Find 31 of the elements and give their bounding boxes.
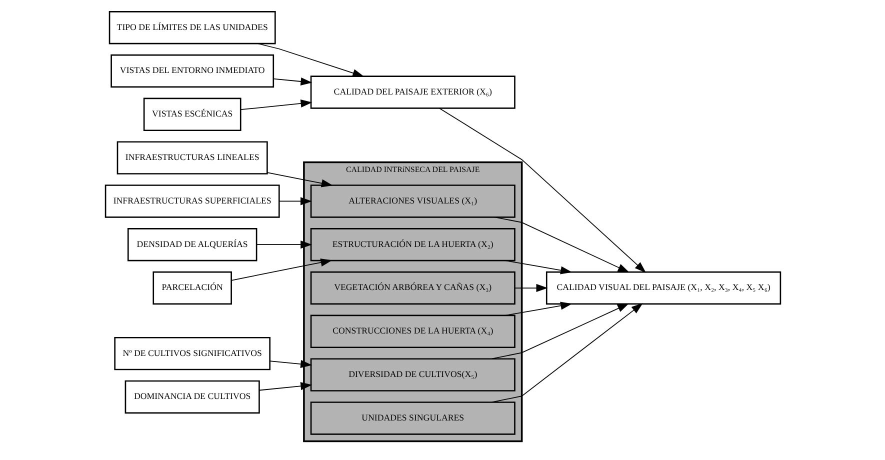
node-box: CALIDAD VISUAL DEL PAISAJE (X₁, X₂, X₃, X₄, X₅ X₆) xyxy=(545,271,781,305)
node-box: INFRAESTRUCTURAS LINEALES xyxy=(116,141,268,174)
node-box: ESTRUCTURACIÓN DE LA HUERTA (X₂) xyxy=(310,228,515,262)
node-box: Nº DE CULTIVOS SIGNIFICATIVOS xyxy=(114,336,270,370)
arrow xyxy=(494,216,629,273)
arrow xyxy=(514,284,548,292)
arrow xyxy=(278,197,312,206)
node-box: VEGETACIÓN ARBÓREA Y CAÑAS (X₃) xyxy=(310,271,515,305)
arrow xyxy=(504,260,572,274)
node-box: ALTERACIONES VISUALES (X₁) xyxy=(310,184,515,218)
arrow xyxy=(256,43,364,77)
arrow xyxy=(256,240,312,249)
node-box: PARCELACIÓN xyxy=(152,271,232,305)
node-box: TIPO DE LÍMITES DE LAS UNIDADES xyxy=(108,11,276,44)
node-box: INFRAESTRUCTURAS SUPERFICIALES xyxy=(104,184,280,218)
arrow xyxy=(272,77,312,86)
node-box: CONSTRUCCIONES DE LA HUERTA (X₄) xyxy=(310,314,515,348)
arrow xyxy=(438,108,646,273)
arrow xyxy=(230,258,332,281)
arrow xyxy=(504,302,572,316)
arrow xyxy=(258,382,312,391)
node-box: UNIDADES SINGULARES xyxy=(310,402,515,435)
node-box: DOMINANCIA DE CULTIVOS xyxy=(124,380,260,414)
arrow xyxy=(240,100,312,110)
node-box: DENSIDAD DE ALQUERÍAS xyxy=(126,228,257,262)
arrow xyxy=(269,360,312,368)
node-box: CALIDAD DEL PAISAJE EXTERIOR (X₆) xyxy=(310,76,515,109)
node-box: VISTAS ESCÉNICAS xyxy=(142,98,241,132)
node-box: DIVERSIDAD DE CULTIVOS(X₅) xyxy=(310,358,515,392)
node-box: VISTAS DEL ENTORNO INMEDIATO xyxy=(110,54,274,88)
arrow xyxy=(266,172,332,188)
